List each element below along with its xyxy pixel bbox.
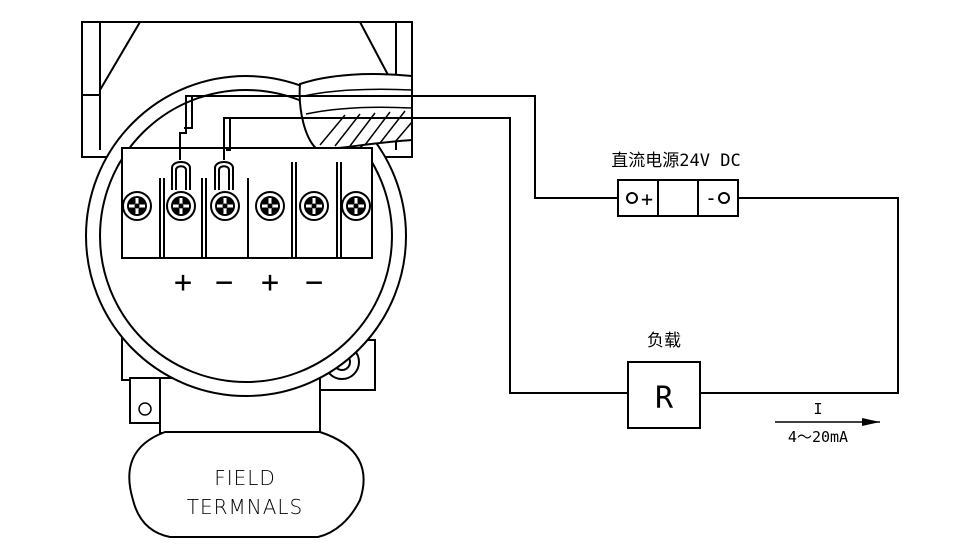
wire-return <box>700 197 899 394</box>
fork-lug-negative <box>214 161 234 190</box>
wire-negative <box>223 117 628 394</box>
terminal-screw <box>255 191 285 221</box>
load-resistor-symbol: R <box>655 381 674 416</box>
housing-bottom-cap <box>128 431 365 538</box>
fork-lug-negative-inner <box>218 165 230 190</box>
housing-top-chamfer-left <box>99 21 141 91</box>
terminal-screw <box>299 191 329 221</box>
current-arrow-head <box>862 418 880 426</box>
polarity-mark-1: + <box>174 265 192 300</box>
cable-gland-band-1 <box>303 88 413 97</box>
polarity-mark-3: + <box>261 265 279 300</box>
wire-positive <box>179 95 628 199</box>
polarity-mark-4: − <box>305 265 323 300</box>
wiring <box>179 95 899 394</box>
transmitter-housing: + − + − FIELD TERMNALS <box>81 21 413 538</box>
fork-lug-positive <box>171 161 191 190</box>
current-label: I <box>813 400 822 418</box>
terminal-screws <box>122 191 371 221</box>
terminal-screw <box>210 191 240 221</box>
power-supply-neg-terminal <box>718 192 730 204</box>
fork-lug-positive-inner <box>175 165 187 190</box>
power-supply-pos-symbol: + <box>641 187 653 211</box>
load-label: 负载 <box>647 331 681 351</box>
power-supply-label: 直流电源24V DC <box>611 151 740 171</box>
power-supply-pos-terminal <box>626 192 638 204</box>
mount-ear-left <box>129 377 161 424</box>
current-annotation: I 4～20mA <box>775 400 880 446</box>
polarity-mark-2: − <box>215 265 233 300</box>
terminal-screw <box>122 191 152 221</box>
terminal-screw <box>166 191 196 221</box>
mount-ear-hole <box>138 402 152 416</box>
load-resistor-body <box>627 361 701 429</box>
wire-positive-conductor <box>184 96 193 129</box>
terminal-screw <box>341 191 371 221</box>
cable-gland-hatch <box>319 110 413 147</box>
housing-label-line2: TERMNALS <box>187 495 304 519</box>
cable-gland-band-2 <box>305 106 413 115</box>
load-resistor: R 负载 <box>627 331 701 429</box>
current-range: 4～20mA <box>788 428 848 446</box>
housing-label-line1: FIELD <box>214 466 276 490</box>
power-supply: + - 直流电源24V DC <box>611 151 741 217</box>
power-supply-neg-symbol: - <box>705 186 717 210</box>
wire-negative-conductor <box>226 118 231 151</box>
cable-gland <box>298 73 413 152</box>
